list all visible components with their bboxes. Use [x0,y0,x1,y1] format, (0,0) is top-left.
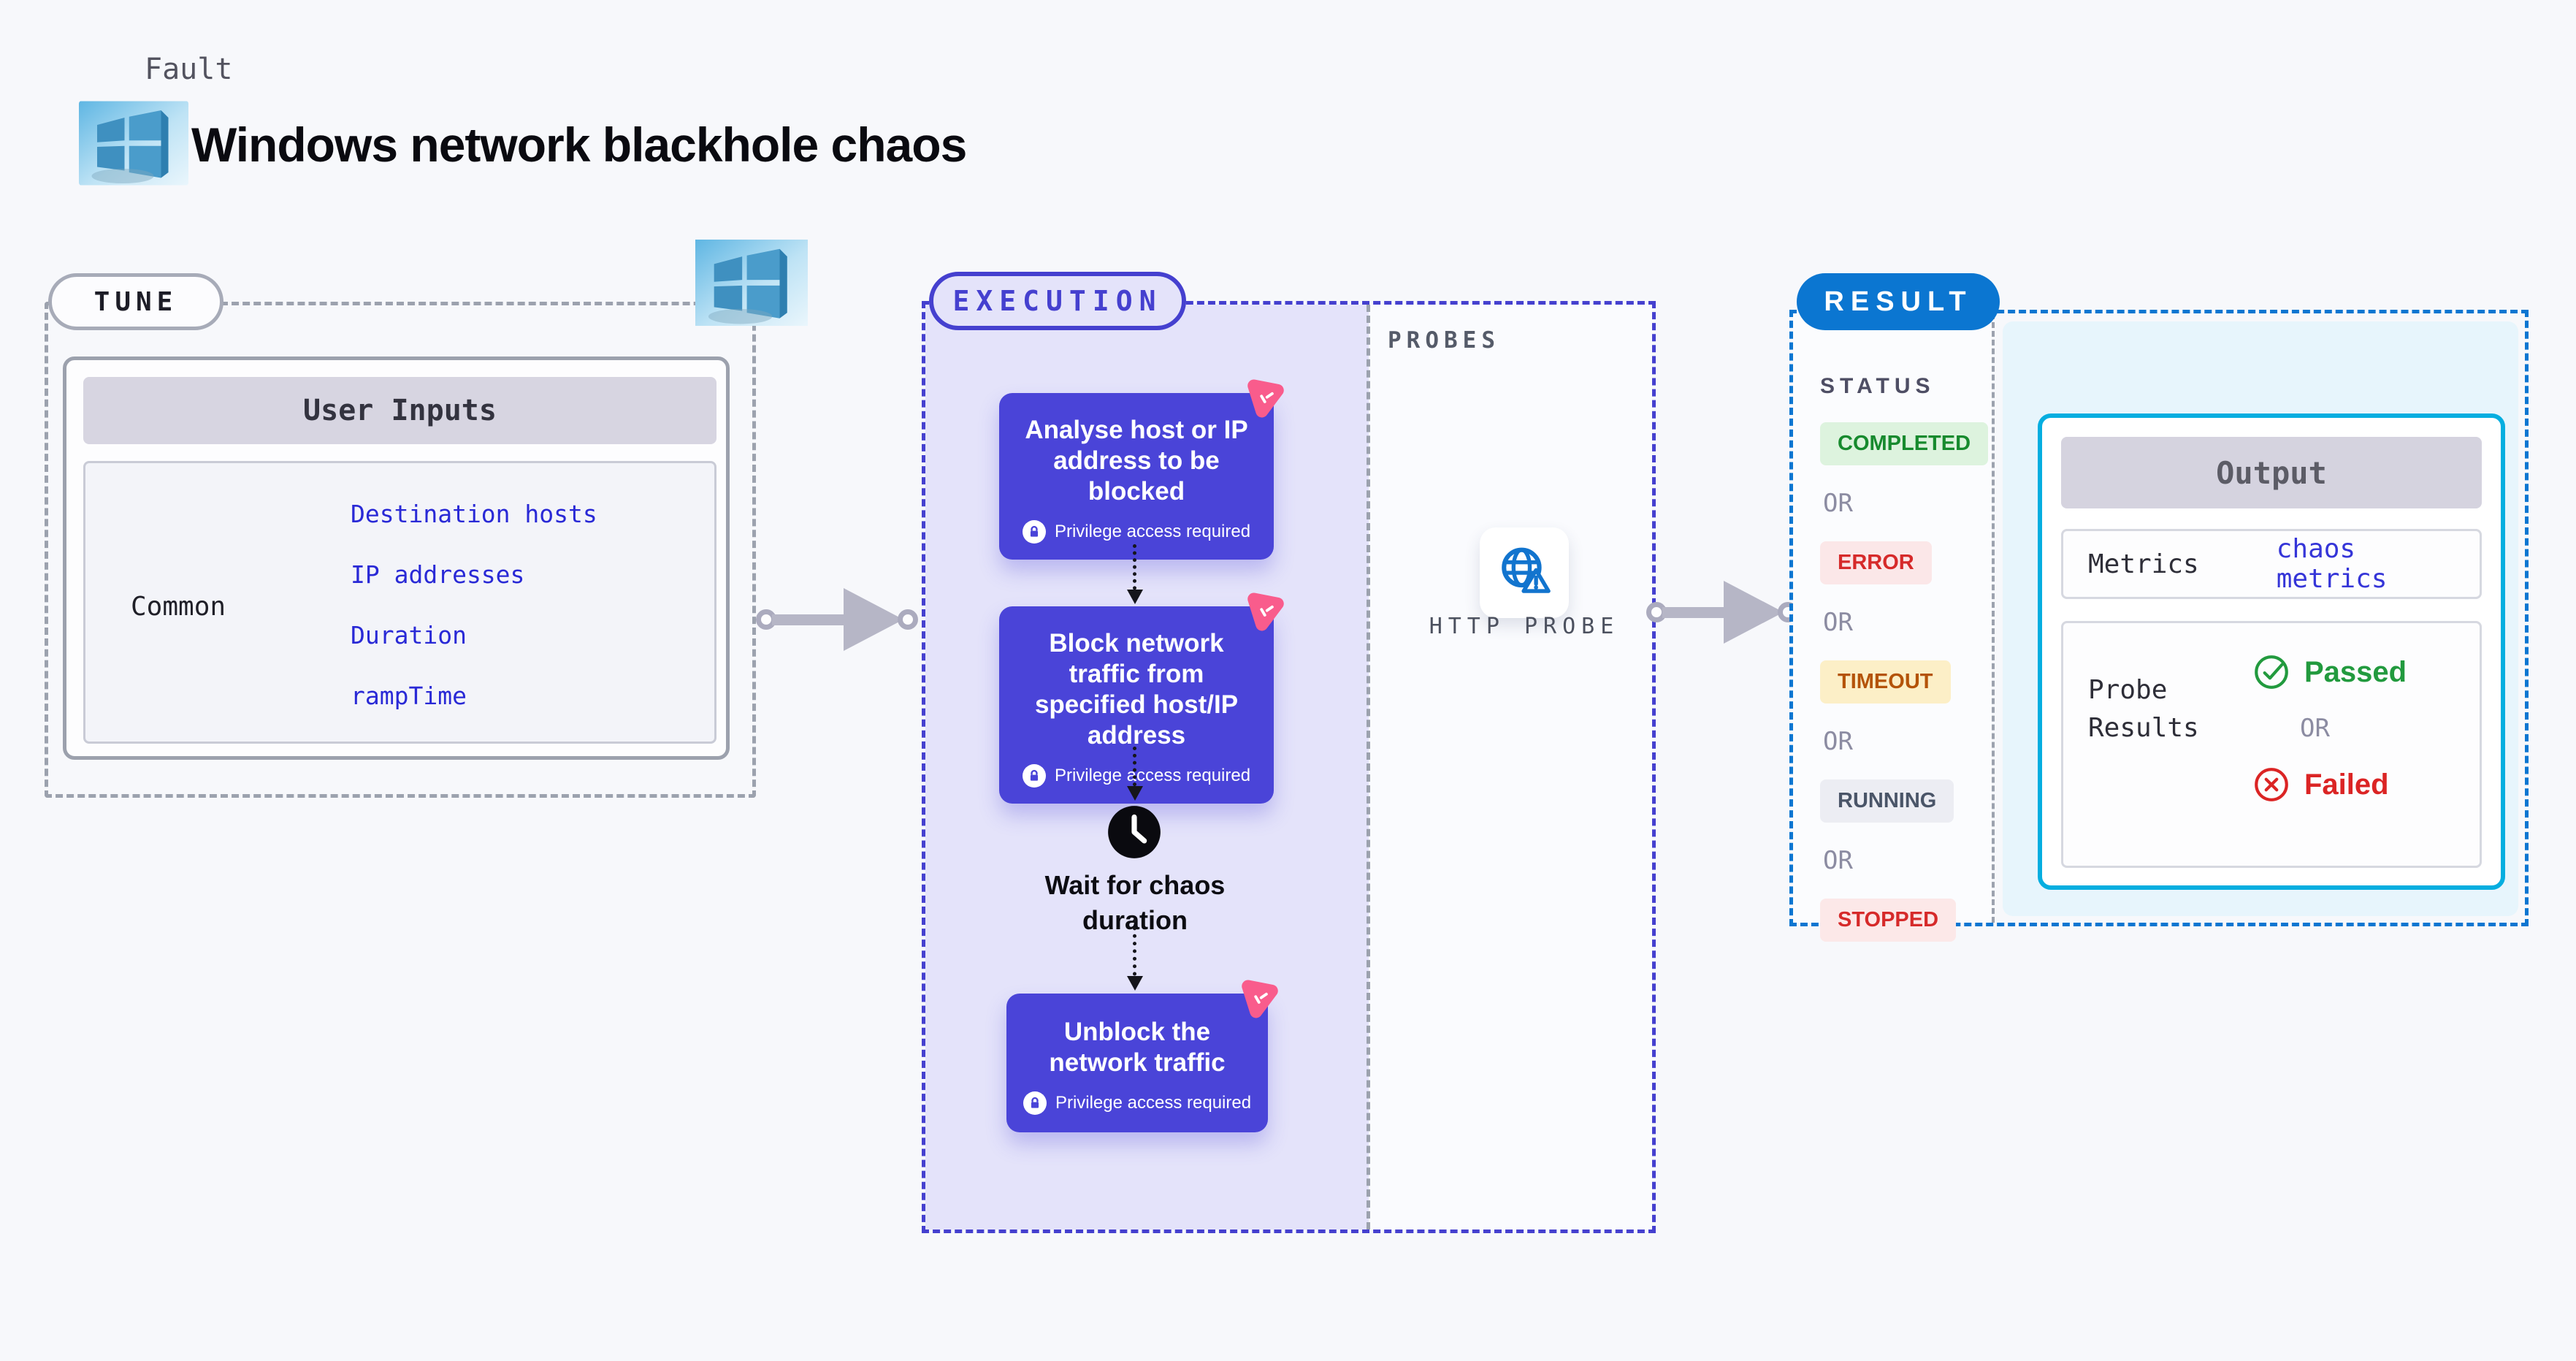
arrow-down-icon [1127,544,1143,604]
input-link-ip-addresses[interactable]: IP addresses [351,560,525,589]
connector-line [772,614,848,625]
chaos-badge-icon [1234,973,1283,1021]
http-probe-label: HTTP PROBE [1429,614,1620,639]
step-block-traffic: Block network traffic from specified hos… [999,592,1284,804]
failed-label: Failed [2304,768,2389,801]
connector-line [1662,606,1728,618]
passed-label: Passed [2304,655,2407,688]
user-input-list: Destination hosts IP addresses Duration … [351,500,597,710]
http-probe-card [1480,527,1569,618]
probes-divider [1367,305,1370,1230]
status-badge-timeout: TIMEOUT [1820,660,1951,704]
or-label: OR [2300,714,2330,743]
execution-section [922,301,1656,1233]
or-label: OR [1823,727,1853,756]
verdict-failed: Failed [2252,765,2407,804]
fault-kicker: Fault [145,53,233,86]
probe-results-row: Probe Results Passed OR Failed [2061,621,2482,868]
result-section [1789,310,2529,926]
probe-results-label: Probe Results [2088,675,2199,744]
or-label: OR [1823,608,1853,637]
output-header: Output [2061,437,2482,508]
status-list: COMPLETED OR ERROR OR TIMEOUT OR RUNNING… [1820,422,1989,942]
status-heading: STATUS [1820,374,1935,398]
probe-verdicts: Passed OR Failed [2252,652,2407,804]
status-badge-stopped: STOPPED [1820,899,1957,942]
user-inputs-card: User Inputs Common Destination hosts IP … [63,357,730,760]
connector-end-dot [898,609,918,630]
privilege-label: Privilege access required [1054,766,1251,785]
metrics-row: Metrics chaos metrics [2061,529,2482,599]
probes-label: PROBES [1388,327,1500,354]
input-link-destination-hosts[interactable]: Destination hosts [351,500,597,528]
arrow-right-icon [1724,581,1784,644]
windows-logo-icon [695,237,808,329]
status-badge-completed: COMPLETED [1820,422,1989,465]
execution-pill: EXECUTION [929,272,1186,330]
user-inputs-header: User Inputs [83,377,716,444]
x-circle-icon [2255,768,2288,801]
step-title: Unblock the network traffic [1049,1018,1226,1077]
probes-background [1369,305,1652,1230]
output-card: Output Metrics chaos metrics Probe Resul… [2038,413,2505,890]
step-title: Block network traffic from specified hos… [1034,629,1239,750]
privilege-label: Privilege access required [1055,1093,1252,1113]
status-badge-error: ERROR [1820,541,1932,584]
privilege-label: Privilege access required [1054,522,1251,541]
lock-icon [1022,520,1046,544]
lock-icon [1022,764,1046,788]
tune-pill: TUNE [48,273,223,330]
result-pill: RESULT [1797,273,2000,330]
result-divider [1992,313,1995,923]
row-label-common: Common [131,592,226,622]
tune-section [45,302,756,798]
chaos-badge-icon [1240,586,1288,634]
arrow-down-icon [1127,919,1143,991]
step-unblock-traffic: Unblock the network traffic Privilege ac… [1006,980,1278,1132]
privilege-row: Privilege access required [1022,764,1251,788]
privilege-row: Privilege access required [1022,520,1251,544]
privilege-row: Privilege access required [1023,1091,1251,1115]
arrow-down-icon [1127,747,1143,801]
or-label: OR [1823,846,1853,875]
connector-probes-to-result [1646,580,1798,644]
metrics-label: Metrics [2088,549,2199,579]
chaos-badge-icon [1240,373,1288,421]
chaos-metrics-link[interactable]: chaos metrics [2276,534,2388,594]
clock-icon [1104,802,1164,862]
status-badge-running: RUNNING [1820,779,1954,823]
page-title: Windows network blackhole chaos [191,118,967,172]
input-link-duration[interactable]: Duration [351,621,467,649]
step-title: Analyse host or IP address to be blocked [1025,416,1248,506]
connector-tune-to-execution [756,587,918,652]
input-link-ramptime[interactable]: rampTime [351,682,467,710]
verdict-passed: Passed [2252,652,2407,692]
step-analyse-host: Analyse host or IP address to be blocked… [999,379,1284,560]
windows-logo-icon [79,101,188,186]
arrow-right-icon [844,588,903,651]
globe-warning-icon [1502,547,1551,593]
lock-icon [1023,1091,1047,1115]
user-inputs-table: Common Destination hosts IP addresses Du… [83,461,716,744]
check-circle-icon [2255,655,2288,689]
or-label: OR [1823,489,1853,518]
